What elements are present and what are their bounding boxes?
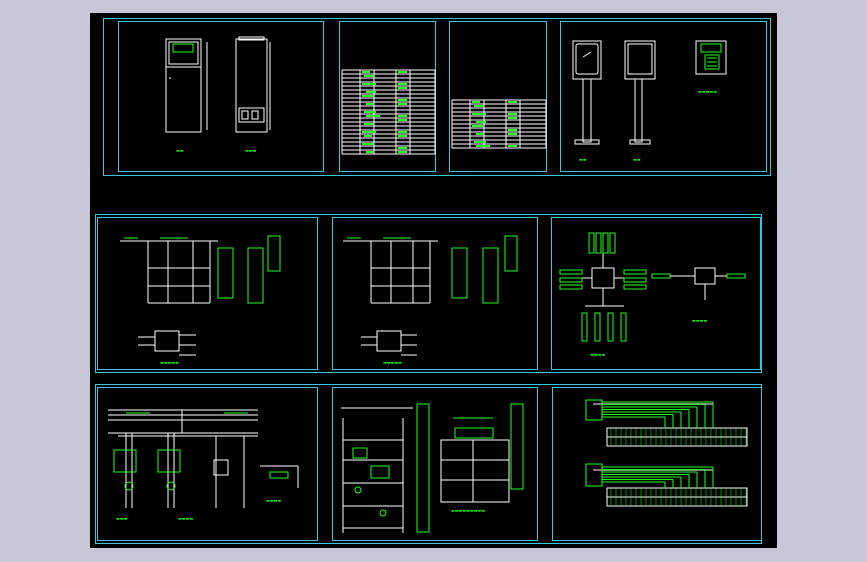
drawing-sheet-row-2 xyxy=(95,214,762,373)
sheet-control-circuit-1[interactable]: ▬▬▬▬▬ xyxy=(97,217,318,370)
power-caption-1: ▬▬▬ xyxy=(116,516,128,521)
drawing-sheet-row-1 xyxy=(103,18,771,176)
terminal-wiring-drawing xyxy=(585,399,748,507)
sheet-network-topology[interactable]: ▬▬▬▬ ▬▬▬▬ xyxy=(551,217,761,370)
plc-control-drawing xyxy=(341,403,524,533)
sheet-plc-control-diagram[interactable]: ▬▬▬▬▬▬▬▬▬ xyxy=(332,387,538,541)
column-box-caption-1: ▬▬ xyxy=(579,157,587,162)
sheet-column-box-elevation[interactable]: ▬▬ ▬▬ ▬▬▬▬▬ xyxy=(560,21,767,172)
power-circuit-drawing xyxy=(108,409,299,508)
control-circuit-2-drawing xyxy=(343,235,518,356)
sheet-terminal-wiring[interactable] xyxy=(552,387,762,541)
sheet-power-circuit[interactable]: ▬▬▬ ▬▬▬▬ ▬▬▬▬ xyxy=(97,387,318,541)
control-circuit-2-caption: ▬▬▬▬▬ xyxy=(383,360,402,365)
column-box-caption-2: ▬▬ xyxy=(633,157,641,162)
column-box-drawing xyxy=(572,40,727,145)
sheet-component-table-2[interactable] xyxy=(449,21,547,172)
power-caption-2: ▬▬▬▬ xyxy=(178,516,194,521)
drawing-canvas[interactable]: ▬▬ ▬▬▬ ▬▬ xyxy=(90,13,777,548)
front-view-caption: ▬▬ xyxy=(176,148,184,153)
control-circuit-1-caption: ▬▬▬▬▬ xyxy=(160,360,179,365)
network-caption-2: ▬▬▬▬ xyxy=(692,318,708,323)
sheet-control-circuit-2[interactable]: ▬▬▬▬▬ xyxy=(332,217,538,370)
network-topology-drawing xyxy=(559,232,746,342)
component-table-2-grid xyxy=(451,99,547,149)
component-table-1-grid xyxy=(341,69,436,155)
plc-control-caption: ▬▬▬▬▬▬▬▬▬ xyxy=(451,508,486,513)
control-circuit-1-drawing xyxy=(120,235,281,356)
cabinet-elevation-drawing xyxy=(165,36,271,133)
sheet-component-table-1[interactable] xyxy=(339,21,436,172)
power-caption-3: ▬▬▬▬ xyxy=(266,498,282,503)
sheet-cabinet-elevation[interactable]: ▬▬ ▬▬▬ xyxy=(118,21,324,172)
network-caption-1: ▬▬▬▬ xyxy=(590,352,606,357)
column-box-caption-3: ▬▬▬▬▬ xyxy=(698,89,717,94)
side-view-caption: ▬▬▬ xyxy=(245,148,257,153)
